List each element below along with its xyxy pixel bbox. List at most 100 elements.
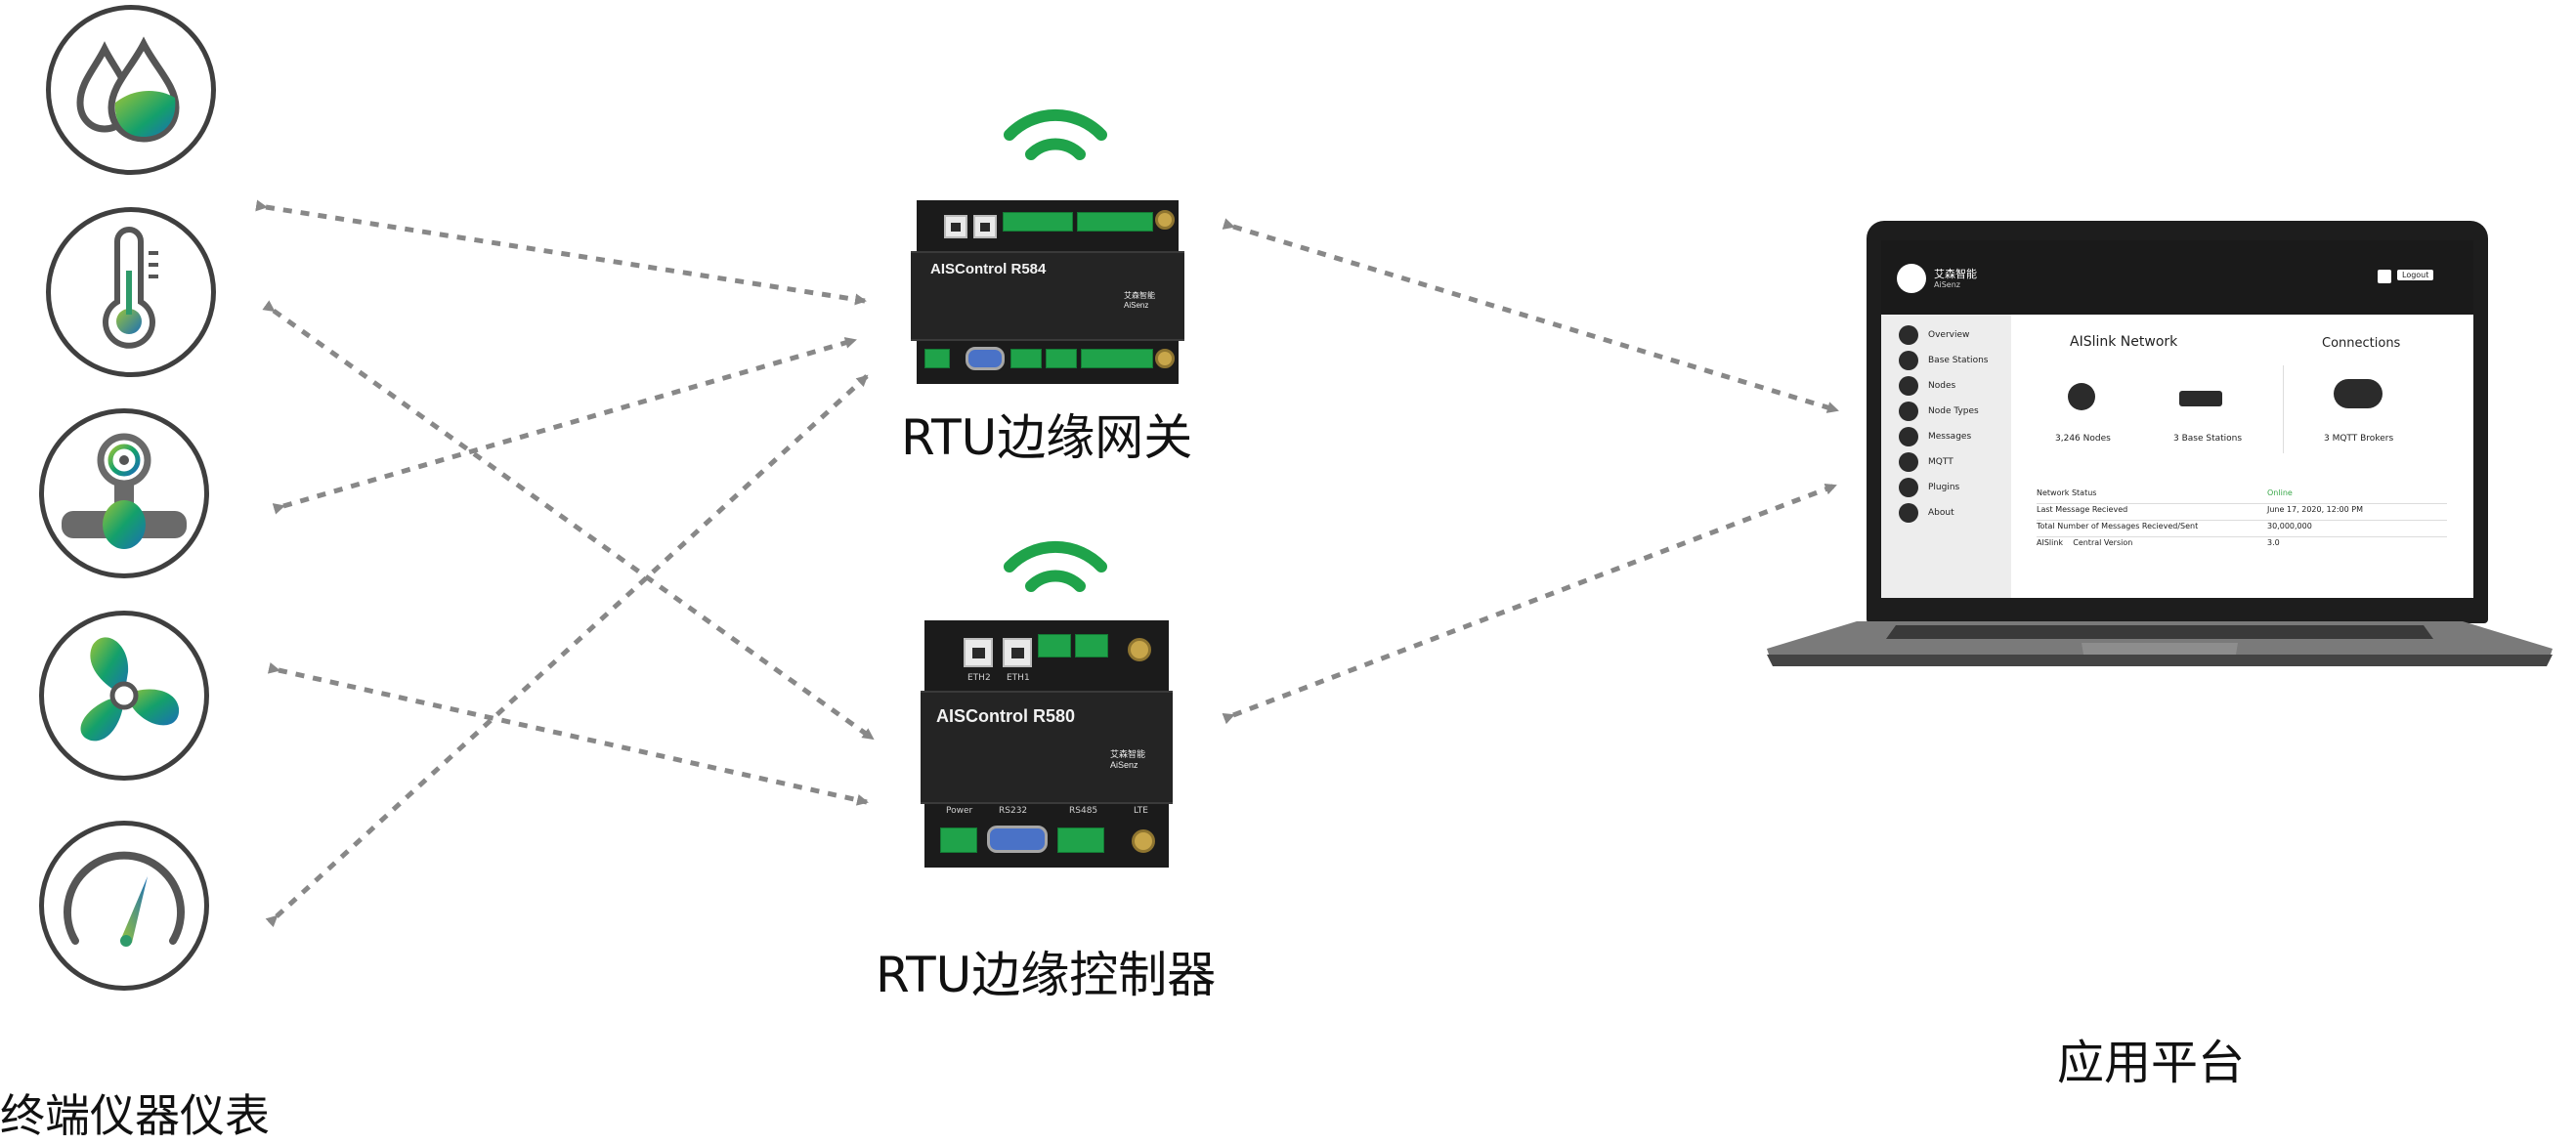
about-icon — [1899, 503, 1918, 523]
serial-port — [987, 826, 1048, 853]
gateway-brand: 艾森智能 AiSenz — [1124, 290, 1155, 310]
eth-port — [964, 638, 993, 667]
terminal-block — [1010, 349, 1042, 368]
terminal-block — [924, 349, 950, 368]
terminal-block — [1075, 634, 1108, 657]
platform-screen: 艾森智能 AiSenz Logout Overview Base Station… — [1881, 240, 2473, 598]
terminal-block — [1077, 212, 1153, 232]
sidebar-item-about[interactable]: About — [1899, 502, 1954, 524]
lte-label: LTE — [1134, 806, 1148, 816]
mqtt-icon — [1899, 452, 1918, 472]
brand-en: AiSenz — [1110, 760, 1138, 770]
serial-port — [966, 347, 1005, 370]
water-drop-icon — [46, 5, 216, 175]
rs232-label: RS232 — [999, 806, 1028, 816]
home-button[interactable] — [2378, 270, 2391, 283]
sidebar-item-nodes[interactable]: Nodes — [1899, 375, 1955, 397]
row-label: AISlink Central Version — [2037, 538, 2133, 547]
base-station-icon — [1899, 351, 1918, 370]
table-row: AISlink Central Version 3.0 — [2037, 536, 2447, 553]
terminals-caption: 终端仪器仪表 — [0, 1089, 270, 1142]
laptop-lid: 艾森智能 AiSenz Logout Overview Base Station… — [1867, 221, 2488, 623]
controller-model-label: AISControl R580 — [936, 706, 1076, 726]
arrow-terminal2-controller — [262, 300, 875, 742]
arrow-terminal1-gateway — [255, 199, 867, 306]
brand-cn: 艾森智能 — [1110, 749, 1146, 759]
screen-brand-en: AiSenz — [1934, 280, 1960, 289]
base-stations-stat: 3 Base Stations — [2173, 434, 2243, 444]
power-label: Power — [946, 806, 973, 816]
terminal-block — [1081, 349, 1153, 368]
logout-button[interactable]: Logout — [2397, 270, 2434, 280]
laptop-base — [1767, 621, 2553, 666]
antenna-connector — [1155, 349, 1175, 368]
terminal-block — [1003, 212, 1073, 232]
node-icon — [2068, 383, 2095, 410]
row-label: Network Status — [2037, 488, 2097, 497]
sidebar-item-messages[interactable]: Messages — [1899, 426, 1971, 447]
table-row: Network Status Online — [2037, 487, 2447, 504]
terminal-block — [1046, 349, 1077, 368]
nodes-stat: 3,246 Nodes — [2055, 434, 2111, 444]
plugins-icon — [1899, 478, 1918, 497]
fan-icon — [39, 611, 209, 781]
sidebar-item-plugins[interactable]: Plugins — [1899, 477, 1959, 498]
table-row: Total Number of Messages Recieved/Sent 3… — [2037, 520, 2447, 537]
antenna-connector — [1128, 638, 1151, 661]
terminal-block — [1038, 634, 1071, 657]
gateway-model-label: AISControl R584 — [930, 261, 1047, 277]
row-value: June 17, 2020, 12:00 PM — [2267, 505, 2363, 514]
brand-logo-icon — [1897, 264, 1926, 293]
nodes-icon — [1899, 376, 1918, 396]
eth2-label: ETH2 — [967, 673, 991, 683]
messages-icon — [1899, 427, 1918, 446]
brokers-stat: 3 MQTT Brokers — [2324, 434, 2394, 444]
controller-caption: RTU边缘控制器 — [876, 947, 1217, 1003]
row-value-online: Online — [2267, 488, 2293, 497]
sidebar-item-overview[interactable]: Overview — [1899, 324, 1969, 346]
wifi-icon-gateway — [1004, 108, 1107, 160]
arrow-controller-platform — [1222, 483, 1837, 725]
arrow-terminal5-gateway — [265, 374, 869, 928]
sidebar-item-node-types[interactable]: Node Types — [1899, 401, 1979, 422]
controller-device: ETH2 ETH1 AISControl R580 艾森智能 AiSenz Po… — [921, 620, 1173, 868]
screen-sidebar: Overview Base Stations Nodes Node Types … — [1881, 315, 2011, 598]
eth-port — [1003, 638, 1032, 667]
pipe-meter-icon — [39, 408, 209, 578]
arrow-terminal4-controller — [267, 661, 869, 806]
arrow-terminal3-gateway — [272, 337, 857, 515]
base-station-icon — [2179, 391, 2222, 406]
terminal-block — [1057, 827, 1104, 853]
divider-line — [2283, 365, 2284, 453]
brand-cn: 艾森智能 — [1124, 291, 1155, 300]
connections-title: Connections — [2322, 336, 2401, 351]
screen-brand-cn: 艾森智能 — [1934, 268, 1977, 280]
eth-port — [944, 215, 967, 238]
row-value: 3.0 — [2267, 538, 2280, 547]
brand-en: AiSenz — [1124, 301, 1149, 310]
node-types-icon — [1899, 402, 1918, 421]
gateway-device: AISControl R584 艾森智能 AiSenz — [911, 200, 1184, 384]
eth-port — [973, 215, 997, 238]
antenna-connector — [1155, 210, 1175, 230]
row-label: Last Message Recieved — [2037, 505, 2128, 514]
thermometer-icon — [46, 207, 216, 377]
controller-brand: 艾森智能 AiSenz — [1110, 747, 1145, 770]
eth1-label: ETH1 — [1007, 673, 1030, 683]
sidebar-item-base-stations[interactable]: Base Stations — [1899, 350, 1988, 371]
gateway-caption: RTU边缘网关 — [901, 409, 1193, 466]
table-row: Last Message Recieved June 17, 2020, 12:… — [2037, 503, 2447, 521]
row-label: Total Number of Messages Recieved/Sent — [2037, 522, 2199, 530]
screen-header: 艾森智能 AiSenz Logout — [1881, 240, 2473, 315]
overview-icon — [1899, 325, 1918, 345]
arrow-gateway-platform — [1222, 218, 1839, 413]
rs485-label: RS485 — [1069, 806, 1098, 816]
network-title: AISlink Network — [2070, 334, 2178, 350]
cloud-broker-icon — [2334, 379, 2383, 408]
sidebar-item-mqtt[interactable]: MQTT — [1899, 451, 1953, 473]
row-value: 30,000,000 — [2267, 522, 2312, 530]
terminal-block — [940, 827, 977, 853]
gauge-icon — [39, 821, 209, 991]
screen-main: AISlink Network Connections 3,246 Nodes … — [2011, 315, 2473, 598]
